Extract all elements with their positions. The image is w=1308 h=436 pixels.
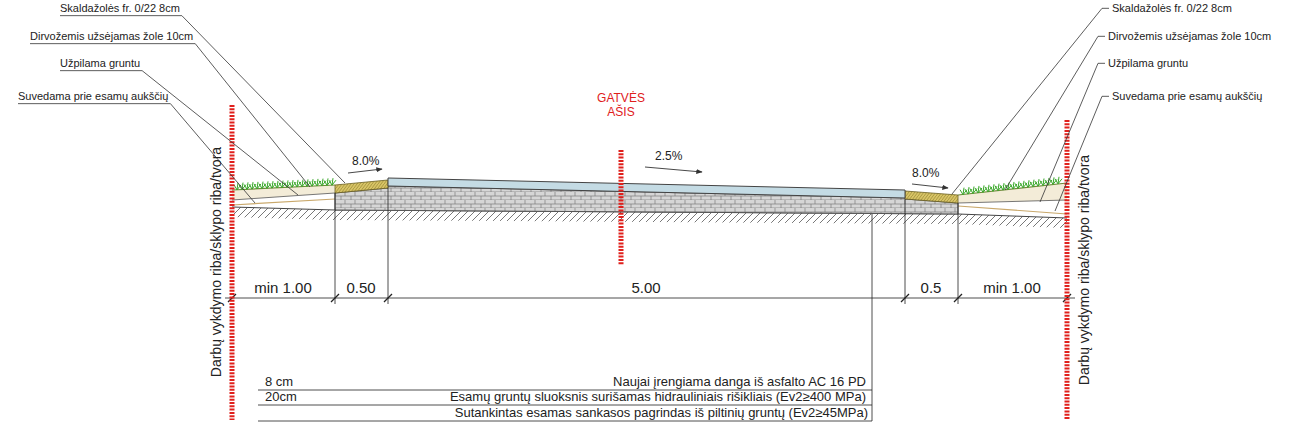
slope-arrow [912,184,948,188]
slope-label: 8.0% [352,155,379,169]
layer-description: Naujai įrengiama danga iš asfalto AC 16 … [613,375,866,390]
layer-thickness: 20cm [265,390,297,405]
material-callout: Suvedama prie esamų aukščių [1112,90,1262,103]
asphalt-layer [388,178,905,198]
leader-line [30,44,310,187]
layer-description: Esamų gruntų sluoksnis surišamas hidraul… [450,390,866,405]
slope-arrow [645,167,702,172]
material-callout: Suvedama prie esamų aukščių [18,90,168,103]
tie-in-line [232,199,335,205]
street-axis [619,150,624,265]
leader-line [1040,63,1105,202]
grass-stroke [1055,177,1062,184]
material-callout: Skaldažolės fr. 0/22 8cm [60,2,180,15]
boundary-fence [1065,120,1070,420]
grass-stroke [329,178,336,185]
slope-label: 8.0% [912,167,939,181]
leader-line [60,71,298,195]
boundary-label: Darbų vykdymo riba/sklypo riba/tvora [1076,155,1092,385]
dimension-label: 5.00 [631,279,660,296]
layer-thickness: 8 cm [265,375,293,390]
gravel-shoulder [905,191,958,203]
tie-in-line [958,206,1067,214]
extension-line [335,188,958,304]
slope-label: 2.5% [655,150,682,164]
material-callout: Užpilama gruntu [1108,57,1188,70]
layer-description: Sutankintas esamas sankasos pagrindas iš… [455,406,868,421]
dimension-label: 0.50 [346,279,375,296]
material-callout: Dirvožemis užsėjamas žole 10cm [1108,30,1271,43]
dimension-label: min 1.00 [983,279,1041,296]
material-callout: Dirvožemis užsėjamas žole 10cm [30,30,193,43]
slope-arrow [348,169,382,173]
dimension-label: min 1.00 [254,279,312,296]
fill-soil [958,183,1067,203]
dimension-label: 0.5 [921,279,942,296]
axis-label: GATVĖS AŠIS [590,92,652,120]
boundary-fence [230,105,235,420]
dimension-line [225,298,1075,299]
material-callout: Užpilama gruntu [60,57,140,70]
boundary-label: Darbų vykdymo riba/sklypo riba/tvora [208,147,224,377]
fill-line [958,200,1067,203]
gravel-shoulder [335,180,388,193]
material-callout: Skaldažolės fr. 0/22 8cm [1112,2,1232,15]
table-line [258,390,872,421]
